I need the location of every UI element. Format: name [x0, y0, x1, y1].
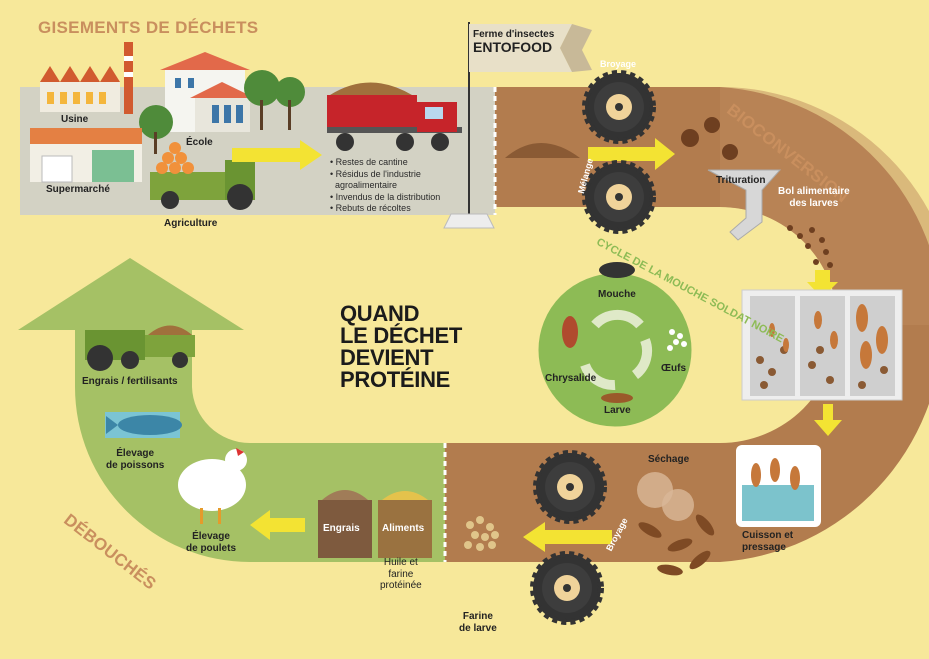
label-elevage-poulets: Élevage de poulets: [186, 531, 237, 554]
farm-name-line2: ENTOFOOD: [473, 39, 553, 55]
tree-icon: [139, 70, 305, 154]
label-oeufs: Œufs: [661, 363, 686, 374]
drying-icon: [637, 472, 715, 576]
tractor-fertilizer-icon: [85, 325, 195, 371]
funnel-icon: [707, 169, 782, 241]
waste-item: agroalimentaire: [330, 180, 398, 190]
arrow-to-truck: [232, 140, 322, 170]
main-title: QUAND LE DÉCHET DEVIENT PROTÉINE: [340, 303, 462, 391]
feed-sack-icon: [378, 491, 432, 558]
gear-icon: [533, 450, 607, 524]
tractor-icon: [150, 142, 255, 210]
larva-tray-icon: [741, 289, 903, 401]
label-agriculture: Agriculture: [164, 218, 218, 229]
cooking-box-icon: [736, 445, 821, 527]
gear-icon: [582, 160, 656, 234]
fish-icon: [105, 412, 182, 438]
farm-flag: Ferme d'insectes ENTOFOOD: [473, 28, 554, 54]
cycle-circle: [538, 273, 692, 427]
label-supermarche: Supermarché: [46, 184, 110, 195]
label-trituration: Trituration: [716, 175, 766, 186]
truck-icon: [327, 82, 462, 151]
label-sack-aliments: Aliments: [382, 523, 425, 534]
arrow-to-chicken: [250, 510, 305, 540]
label-cuisson: Cuisson et pressage: [742, 530, 794, 553]
label-chrysalide: Chrysalide: [545, 373, 597, 384]
larva-icon: [601, 393, 633, 403]
chicken-icon: [178, 448, 247, 524]
arrow-to-grinding: [523, 522, 612, 552]
waste-item: • Résidus de l'industrie: [330, 168, 421, 179]
school-icon: [160, 52, 255, 132]
main-title-line: DEVIENT: [340, 345, 434, 370]
waste-item: • Restes de cantine: [330, 157, 408, 167]
waste-item: • Invendus de la distribution: [330, 191, 441, 202]
label-ecole: École: [186, 137, 213, 148]
gear-icon: [582, 70, 656, 144]
label-larve: Larve: [604, 405, 631, 416]
label-engrais-fertilisants: Engrais / fertilisants: [82, 376, 178, 387]
label-usine: Usine: [61, 114, 89, 125]
label-sechage: Séchage: [648, 454, 690, 465]
factory-icon: [40, 42, 133, 114]
main-title-line: LE DÉCHET: [340, 323, 462, 348]
eggs-icon: [667, 329, 687, 351]
label-broyage-top: Broyage: [600, 59, 637, 69]
cycle-arrows-icon: [580, 309, 653, 391]
main-title-line: QUAND: [340, 301, 420, 326]
bioconversion-band-light: [720, 87, 929, 325]
label-huile-farine: Huile et farine protéinée: [380, 557, 422, 591]
arrow-to-crushing: [588, 138, 675, 170]
farm-name-line1: Ferme d'insectes: [473, 29, 555, 40]
section-title-gisements: GISEMENTS DE DÉCHETS: [38, 18, 259, 37]
waste-item: • Rebuts de récoltes: [330, 203, 411, 213]
flag-banner: [469, 24, 572, 72]
supermarket-icon: [30, 128, 142, 183]
fly-icon: [599, 262, 635, 278]
label-elevage-poissons: Élevage de poissons: [106, 448, 165, 471]
label-sack-engrais: Engrais: [323, 523, 360, 534]
label-bol-alimentaire: Bol alimentaire des larves: [778, 186, 850, 209]
fertilizer-sack-icon: [318, 490, 372, 558]
gear-icon: [530, 551, 604, 625]
main-title-line: PROTÉINE: [340, 367, 451, 392]
label-farine-larve: Farine de larve: [459, 611, 497, 634]
chrysalis-icon: [562, 316, 578, 348]
waste-list: • Restes de cantine • Résidus de l'indus…: [330, 157, 440, 215]
label-mouche: Mouche: [598, 289, 636, 300]
